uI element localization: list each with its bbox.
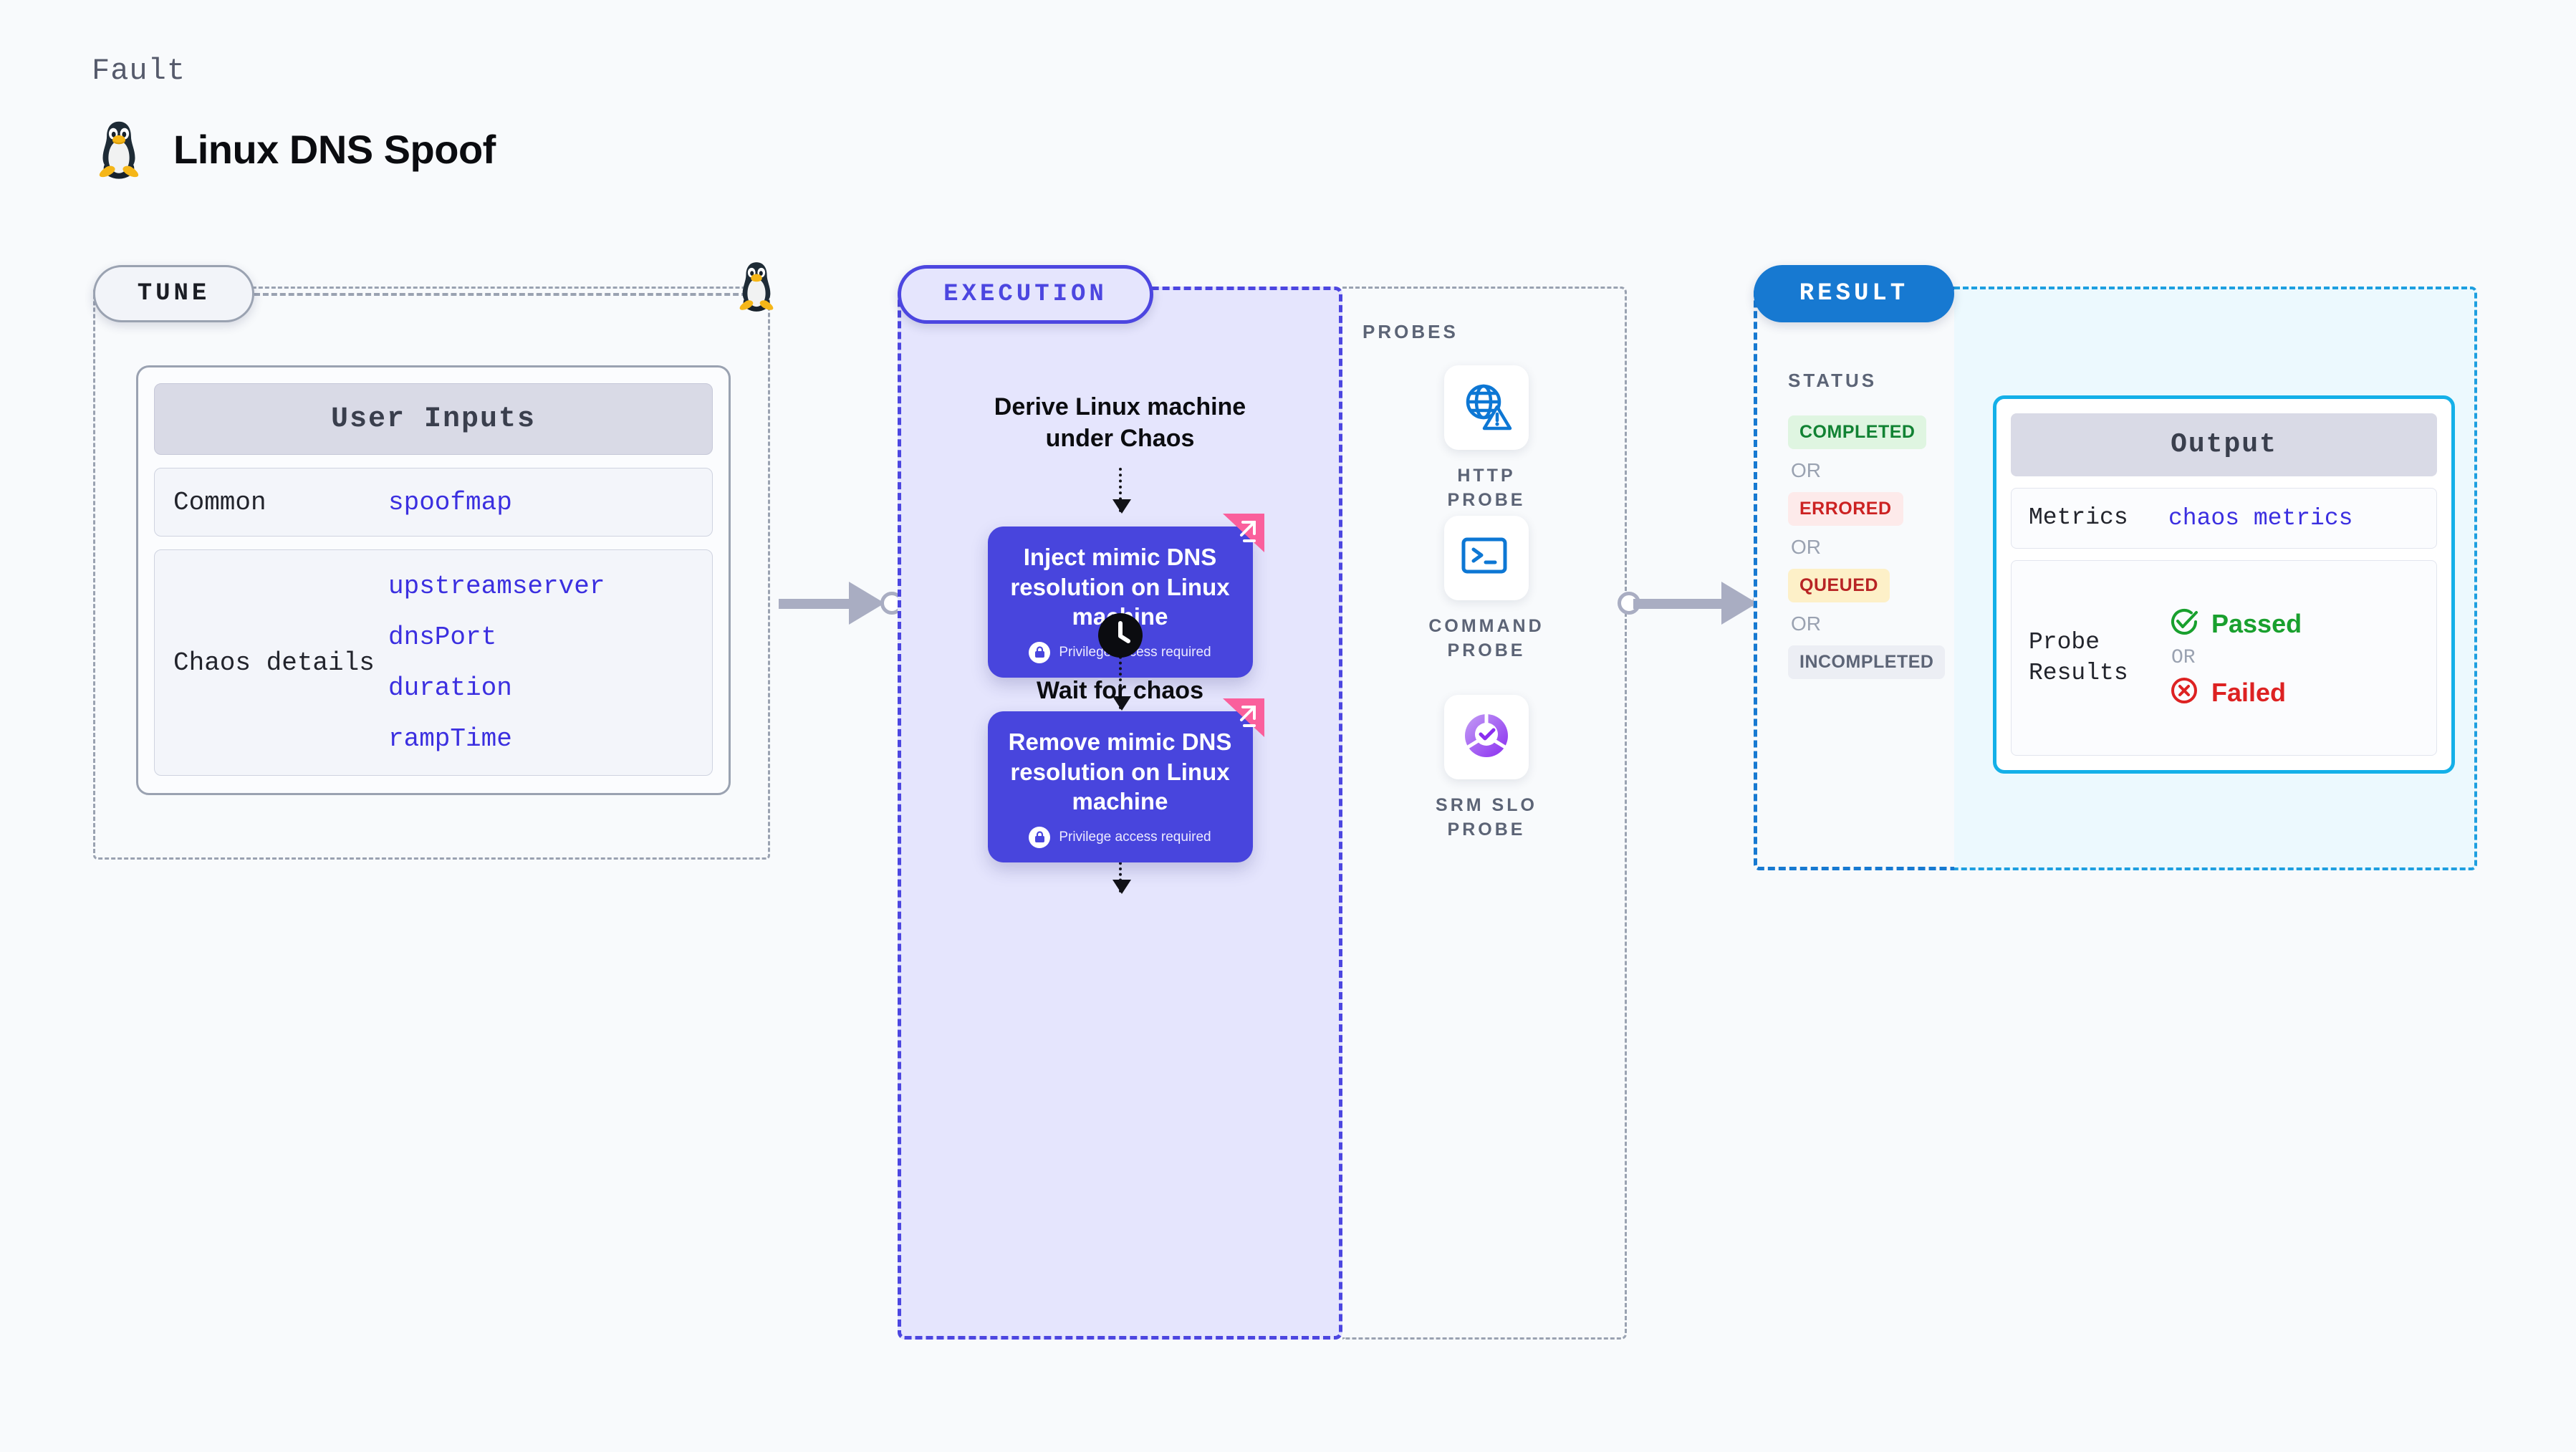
output-row-metrics: Metrics chaos metrics (2011, 487, 2437, 549)
status-badge-list: COMPLETED OR ERRORED OR QUEUED OR INCOMP… (1788, 415, 1967, 679)
probe-label: HTTP PROBE (1447, 466, 1526, 510)
row-key: Metrics (2029, 504, 2128, 532)
status-or-3: OR (1791, 612, 1821, 635)
probe-label: COMMAND PROBE (1428, 616, 1544, 660)
probe-result-passed: Passed (2168, 606, 2302, 641)
globe-warning-icon (1460, 380, 1513, 436)
clock-icon (1097, 613, 1143, 661)
probes-section-label: PROBES (1363, 321, 1458, 342)
probe-tile (1444, 365, 1529, 450)
row-key: Probe Results (2029, 628, 2128, 686)
user-inputs-row-chaos-details: Chaos details upstreamserver dnsPort dur… (154, 549, 713, 776)
arrow-shaft (1633, 599, 1726, 609)
privilege-note: Privilege access required (1005, 641, 1236, 663)
fault-step-remove[interactable]: Remove mimic DNS resolution on Linux mac… (987, 698, 1264, 862)
fault-title: Inject mimic DNS resolution on Linux mac… (1010, 544, 1230, 630)
arrow-head (1721, 582, 1757, 625)
probe-http[interactable]: HTTP PROBE (1426, 365, 1547, 513)
execution-flow: Derive Linux machine under Chaos Inject … (898, 287, 1342, 1340)
probe-command[interactable]: COMMAND PROBE (1426, 516, 1547, 663)
status-badge-incompleted: INCOMPLETED (1788, 645, 1946, 679)
page-kicker: Fault (92, 54, 186, 88)
x-circle-icon (2168, 675, 2200, 710)
fault-title: Remove mimic DNS resolution on Linux mac… (1008, 729, 1232, 815)
row-values: upstreamserver dnsPort duration rampTime (388, 572, 605, 754)
user-inputs-row-common: Common spoofmap (154, 468, 713, 537)
chaos-ribbon-icon (1221, 512, 1266, 557)
status-badge-queued: QUEUED (1788, 569, 1890, 602)
status-section-label: STATUS (1788, 370, 1878, 391)
tune-dashed-connector (254, 293, 756, 296)
step-derive-label: Derive Linux machine under Chaos (994, 393, 1246, 452)
arrow-head (849, 582, 885, 625)
slo-donut-check-icon (1459, 708, 1514, 766)
privilege-note: Privilege access required (1005, 826, 1236, 848)
param-upstreamserver[interactable]: upstreamserver (388, 572, 605, 601)
probe-tile (1444, 516, 1529, 600)
status-badge-errored: ERRORED (1788, 492, 1903, 526)
check-circle-icon (2168, 606, 2200, 641)
user-inputs-card: User Inputs Common spoofmap Chaos detail… (136, 365, 731, 795)
lock-icon (1029, 826, 1051, 848)
flow-arrow-2 (1112, 650, 1131, 711)
status-badge-completed: COMPLETED (1788, 415, 1927, 449)
probe-result-values: Passed OR Failed (2168, 606, 2302, 710)
tux-penguin-icon (93, 118, 145, 180)
output-card: Output Metrics chaos metrics Probe Resul… (1993, 395, 2455, 774)
lock-icon (1029, 641, 1051, 663)
flow-arrow-1 (1112, 468, 1131, 514)
probe-label: SRM SLO PROBE (1436, 795, 1537, 840)
privilege-text: Privilege access required (1059, 644, 1211, 660)
chaos-ribbon-icon (1221, 697, 1266, 742)
output-card-header: Output (2011, 413, 2437, 476)
page-title-row: Linux DNS Spoof (93, 118, 496, 180)
probe-tile (1444, 695, 1529, 779)
result-section-pill[interactable]: RESULT (1754, 265, 1954, 322)
arrow-shaft (779, 599, 857, 609)
probe-result-failed: Failed (2168, 675, 2302, 710)
probe-result-or: OR (2171, 647, 2196, 670)
probes-panel (1342, 287, 1627, 1340)
status-or-1: OR (1791, 459, 1821, 481)
probe-srm-slo[interactable]: SRM SLO PROBE (1426, 695, 1547, 842)
metrics-value[interactable]: chaos metrics (2168, 504, 2353, 532)
privilege-text: Privilege access required (1059, 829, 1211, 845)
tux-penguin-badge-icon (734, 259, 779, 316)
tune-section-pill[interactable]: TUNE (93, 265, 254, 322)
page-title: Linux DNS Spoof (173, 126, 496, 172)
tune-panel (93, 287, 770, 860)
param-spoofmap[interactable]: spoofmap (388, 487, 512, 517)
param-ramptime[interactable]: rampTime (388, 724, 512, 754)
terminal-icon (1460, 534, 1513, 582)
user-inputs-header: User Inputs (154, 383, 713, 455)
flow-arrow-3 (1112, 845, 1131, 894)
connector-arrow-execution-to-result (1618, 582, 1775, 625)
param-dnsport[interactable]: dnsPort (388, 622, 497, 652)
param-duration[interactable]: duration (388, 673, 512, 703)
row-key: Chaos details (173, 648, 375, 678)
connector-arrow-tune-to-execution (770, 582, 899, 625)
status-or-2: OR (1791, 536, 1821, 558)
output-row-probe-results: Probe Results Passed OR (2011, 560, 2437, 756)
row-key: Common (173, 487, 266, 517)
execution-section-pill[interactable]: EXECUTION (898, 265, 1153, 324)
failed-label: Failed (2211, 677, 2287, 707)
passed-label: Passed (2211, 608, 2302, 638)
row-values: spoofmap (388, 488, 512, 517)
